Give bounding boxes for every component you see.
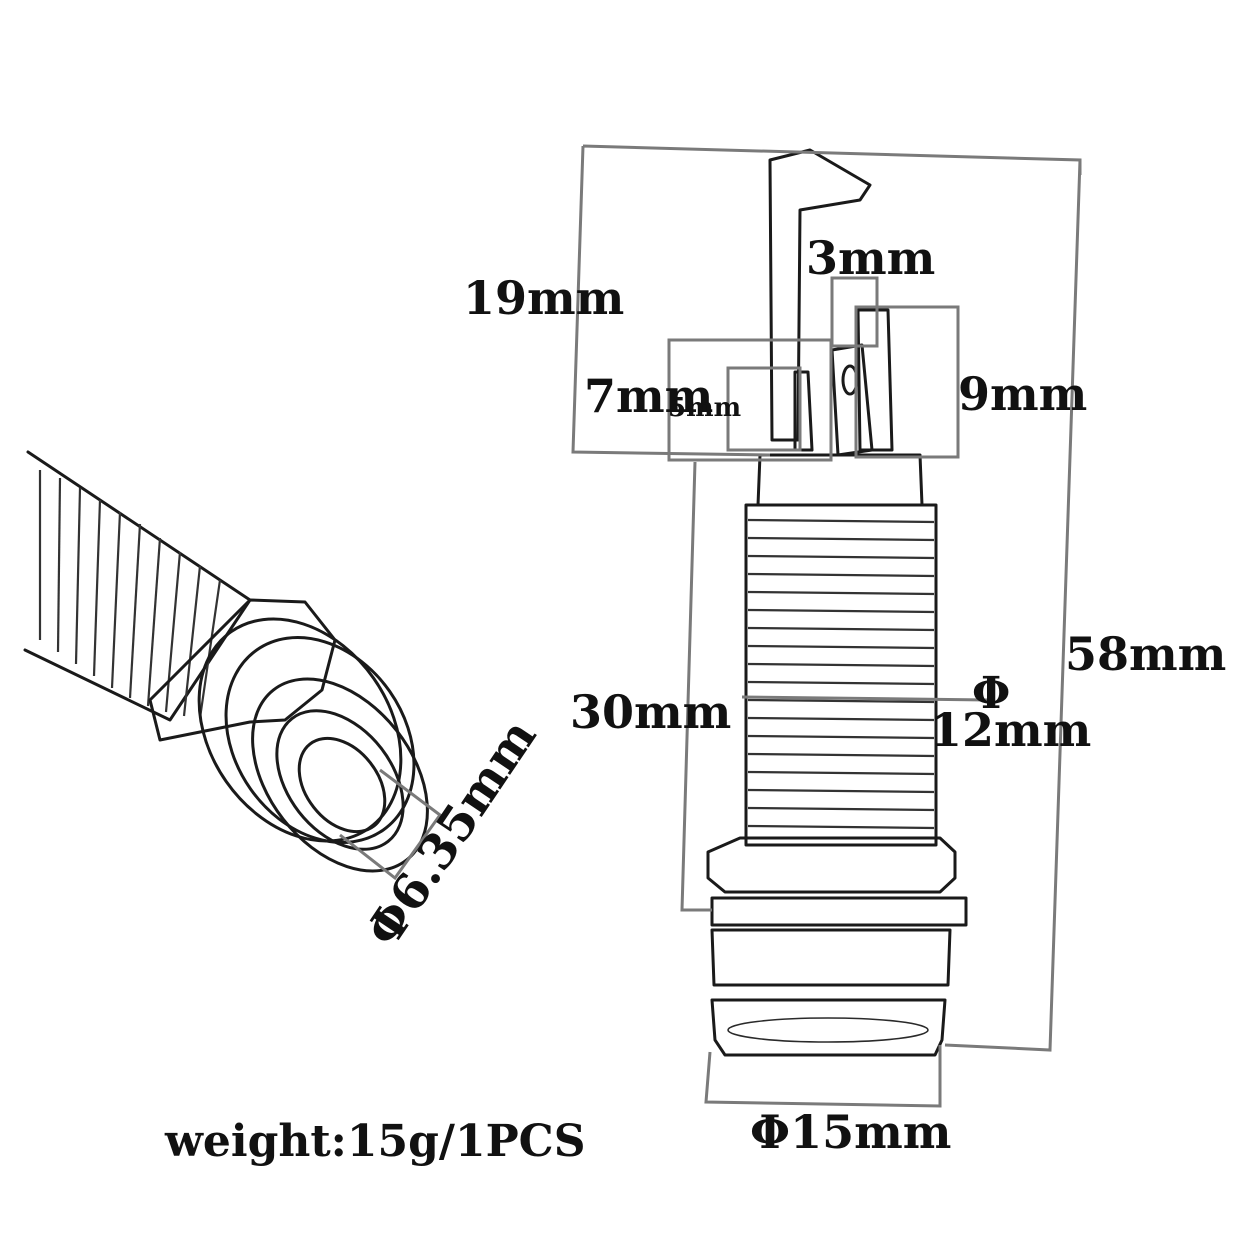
label-12mm: 12mm: [930, 703, 1091, 757]
label-3mm: 3mm: [806, 231, 935, 285]
hex-nut-right: [706, 836, 957, 894]
label-6-35mm: Φ6.35mm: [356, 710, 548, 957]
dim-9mm-box: [854, 305, 960, 459]
ring-lug: [793, 370, 814, 452]
end-flange-right: [710, 998, 947, 1057]
label-9mm: 9mm: [958, 367, 1087, 421]
label-5mm: 5mm: [668, 393, 741, 423]
label-30mm: 30mm: [570, 685, 731, 739]
tip-lug: [768, 148, 872, 442]
socket-opening: [297, 736, 387, 834]
collar: [710, 928, 952, 987]
sleeve-lug: [830, 343, 874, 457]
switch-lug: [856, 308, 894, 452]
dim-5mm-box: [726, 366, 802, 452]
dim-box-6-35: [339, 768, 443, 881]
dim-58mm-lines: [944, 159, 1082, 1052]
jack-side-view-illustration: [706, 148, 968, 1057]
jack-end-view-illustration: [23, 450, 443, 881]
dimension-lines: [571, 144, 1082, 1108]
label-phi: Φ: [972, 668, 1010, 719]
barrel-threads-left: [38, 470, 222, 719]
washer: [710, 896, 968, 927]
top-cap: [756, 453, 924, 507]
barrel-threads-right: [747, 518, 935, 830]
hex-nut-left: [148, 598, 337, 742]
dim-15mm-lines: [704, 1045, 942, 1108]
label-7mm: 7mm: [584, 369, 713, 423]
label-58mm: 58mm: [1065, 627, 1226, 681]
label-weight: weight:15g/1PCS: [164, 1116, 585, 1167]
label-19mm: 19mm: [463, 271, 624, 325]
label-15mm: Φ15mm: [750, 1105, 951, 1159]
dimension-labels: 19mm 3mm 9mm 7mm 5mm 58mm 30mm Φ 12mm Φ1…: [164, 231, 1226, 1167]
dim-30mm-lines: [680, 461, 712, 912]
dim-12mm-line: [741, 695, 989, 702]
threaded-barrel: [744, 503, 938, 847]
dim-7mm-box: [667, 338, 833, 462]
